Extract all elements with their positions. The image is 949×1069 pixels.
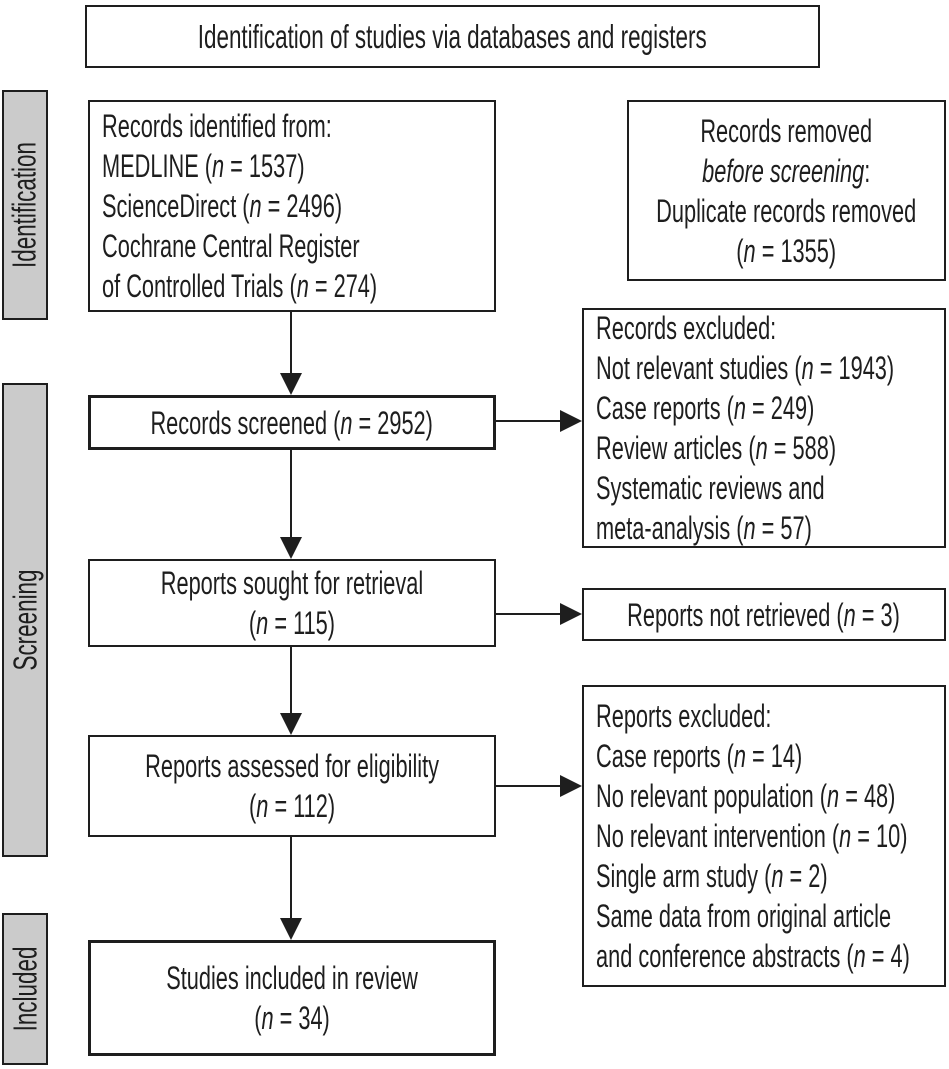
stage-bar-identification: Identification xyxy=(2,90,48,320)
box-records-screened-text: Records screened (n = 2952) xyxy=(150,404,434,441)
arrow-screened-to-records-excluded xyxy=(496,420,560,422)
arrow-identified-to-screened xyxy=(290,312,292,373)
box-records-identified: Records identified from:MEDLINE (n = 153… xyxy=(88,100,496,312)
stage-label-screening: Screening xyxy=(6,569,44,671)
arrow-sought-to-not-retrieved xyxy=(496,613,560,615)
box-reports-assessed-text: Reports assessed for eligibility(n = 112… xyxy=(145,748,439,824)
box-reports-excluded-text: Reports excluded:Case reports (n = 14)No… xyxy=(596,698,910,974)
box-reports-sought: Reports sought for retrieval(n = 115) xyxy=(88,559,496,647)
box-records-excluded-text: Records excluded:Not relevant studies (n… xyxy=(596,310,895,546)
arrow-screened-to-sought xyxy=(290,450,292,537)
box-records-excluded: Records excluded:Not relevant studies (n… xyxy=(582,308,946,548)
box-studies-included-text: Studies included in review(n = 34) xyxy=(166,960,418,1036)
diagram-title-box: Identification of studies via databases … xyxy=(85,5,820,68)
diagram-title: Identification of studies via databases … xyxy=(198,17,707,55)
box-reports-not-retrieved-text: Reports not retrieved (n = 3) xyxy=(627,596,901,633)
stage-label-identification: Identification xyxy=(6,141,44,269)
stage-bar-screening: Screening xyxy=(2,383,48,857)
stage-bar-included: Included xyxy=(2,913,48,1065)
box-reports-assessed: Reports assessed for eligibility(n = 112… xyxy=(88,735,496,837)
arrow-assessed-to-included xyxy=(290,837,292,918)
stage-label-included: Included xyxy=(6,946,44,1032)
box-reports-excluded: Reports excluded:Case reports (n = 14)No… xyxy=(582,685,946,987)
arrow-assessed-to-reports-excluded xyxy=(496,785,560,787)
box-reports-sought-text: Reports sought for retrieval(n = 115) xyxy=(160,565,424,641)
box-records-screened: Records screened (n = 2952) xyxy=(88,395,496,450)
box-reports-not-retrieved: Reports not retrieved (n = 3) xyxy=(582,588,946,641)
arrow-sought-to-assessed xyxy=(290,647,292,713)
box-studies-included: Studies included in review(n = 34) xyxy=(88,940,496,1056)
box-records-identified-text: Records identified from:MEDLINE (n = 153… xyxy=(102,108,378,304)
